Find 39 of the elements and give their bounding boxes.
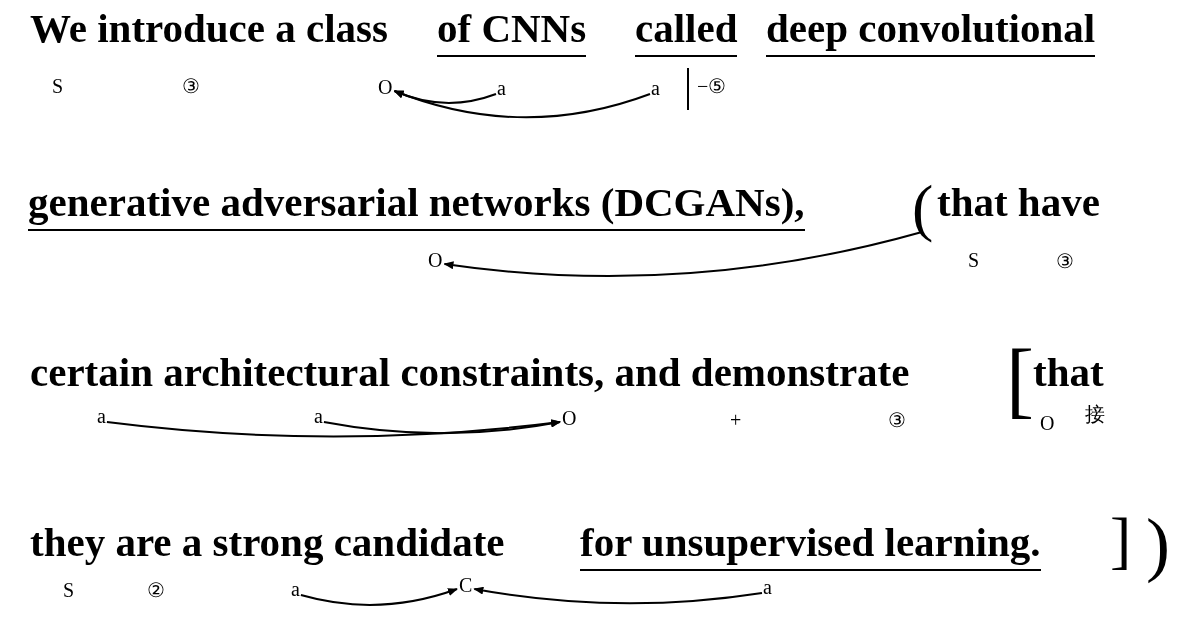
annotation-letter: O: [378, 77, 393, 97]
circled-number: ③: [888, 410, 906, 430]
arrow: [473, 586, 763, 605]
annotation-letter: O: [428, 250, 443, 270]
annotation-letter: a: [97, 406, 106, 426]
annotation-letter: S: [52, 76, 64, 96]
underlined-phrase: generative adversarial networks (DCGANs),: [28, 182, 805, 231]
arrow: [299, 588, 458, 606]
arrow: [322, 419, 561, 435]
annotation-letter: a: [763, 577, 772, 597]
underlined-phrase: of CNNs: [437, 8, 587, 57]
annotation-letter: a: [651, 78, 660, 98]
annotation-letter: a: [497, 78, 506, 98]
sentence-text: certain architectural constraints, and demonstrate: [30, 352, 910, 393]
annotation-letter: S: [968, 250, 980, 270]
annotation-label: +: [730, 410, 742, 430]
circled-number: ③: [1056, 251, 1074, 271]
underlined-phrase: deep convolutional: [766, 8, 1096, 57]
arrow: [393, 90, 497, 104]
sentence-text: that have: [937, 182, 1100, 223]
annotation-letter: C: [459, 575, 473, 595]
annotation-letter: O: [1040, 413, 1055, 433]
bracket-mark: [: [1006, 338, 1034, 422]
sentence-text: We introduce a class: [30, 8, 388, 49]
sentence-text: that: [1033, 352, 1104, 393]
circled-number: ②: [147, 580, 165, 600]
annotation-letter: a: [314, 406, 323, 426]
annotation-label: 接: [1085, 404, 1105, 424]
arrow: [393, 90, 651, 119]
annotation-letter: a: [291, 579, 300, 599]
annotation-letter: O: [562, 408, 577, 428]
annotation-label: −⑤: [697, 76, 727, 96]
circled-number: ③: [182, 76, 200, 96]
parenthesis-mark: (: [912, 176, 934, 240]
underlined-phrase: for unsupervised learning.: [580, 522, 1041, 571]
bracket-mark: ]: [1110, 508, 1132, 572]
sentence-text: they are a strong candidate: [30, 522, 505, 563]
annotation-letter: S: [63, 580, 75, 600]
underlined-phrase: called: [635, 8, 738, 57]
